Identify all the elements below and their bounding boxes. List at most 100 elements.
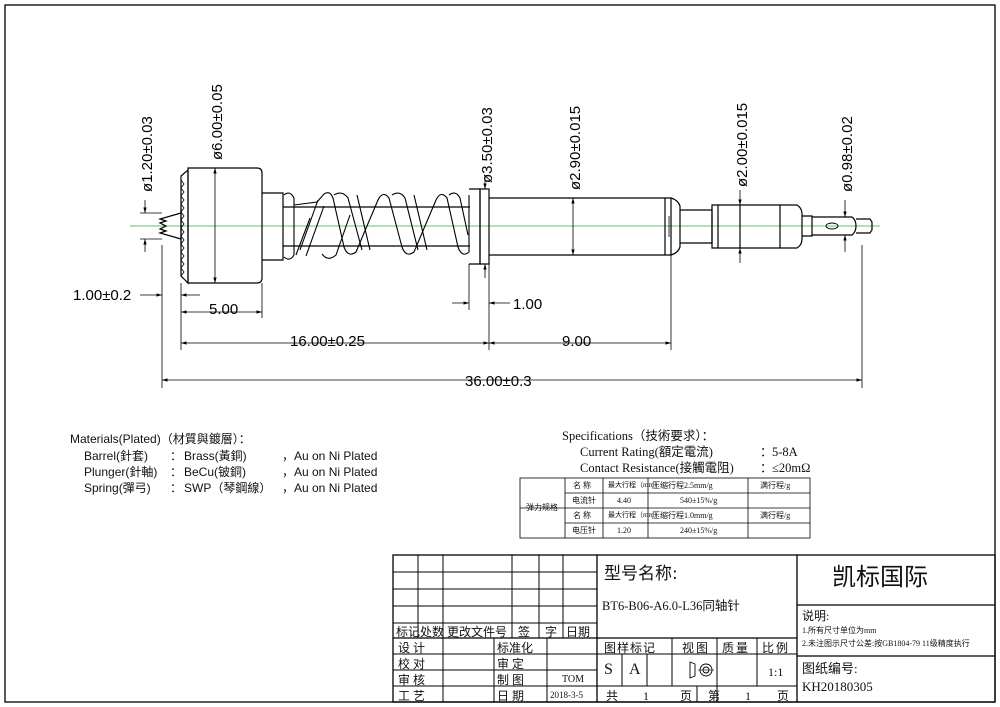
spec-current-value: 5-8A [772,445,798,459]
mat-plunger-material: BeCu(铍銅) [184,465,247,479]
projection-symbol [689,661,714,679]
barrel-body [489,197,672,256]
spec-current-sep: ： [760,445,773,459]
tb-view-label: 视图 [682,641,711,655]
mat-barrel-material: Brass(黃銅) [184,449,247,463]
tb-total-value: 1 [643,689,649,703]
tb-mark-s: S [604,661,613,678]
tb-sheet-unit: 页 [777,689,790,703]
collar [469,188,481,265]
dim-dia-350: ø3.50±0.03 [479,107,496,183]
mat-barrel-part: Barrel(針套) [84,449,149,463]
mat-barrel-sep: ： [170,449,183,463]
mat-plunger-part: Plunger(針軸) [84,465,158,479]
table-h-full-2: 满行程/g [760,511,791,520]
tb-mark-label: 图样标记 [604,641,657,655]
dimension-lines [140,168,863,388]
tb-draw-value: TOM [562,674,585,685]
tb-std-label: 标准化 [497,641,534,655]
tb-process-label: 工 艺 [398,689,426,703]
tb-rev-sign1: 签 [518,625,531,639]
title-block-grid [392,554,996,703]
spec-resistance-value: ≤20mΩ [772,461,811,475]
mat-spring-material: SWP（琴鋼線） [184,481,272,495]
tip-right [802,215,813,237]
tb-scale-value: 1:1 [768,665,784,679]
dim-len-100: 1.00 [513,296,542,313]
spec-resistance-sep: ： [760,461,773,475]
tb-draw-label: 制 图 [497,673,525,687]
table-h-name-2: 名 称 [573,511,591,520]
materials-title: Materials(Plated)（材質與鍍層）： [70,432,251,446]
spec-current-label: Current Rating(額定電流) [580,445,713,459]
tb-note-2: 2.未注图示尺寸公差:按GB1804-79 11级精度执行 [802,639,970,648]
mat-plunger-sep: ： [170,465,183,479]
sheet-frame [4,4,996,703]
plunger [711,204,803,249]
spec-resistance-label: Contact Resistance(接觸電阻) [580,461,734,475]
tb-sheet-value: 1 [745,689,751,703]
table-r1-comp: 540±15%/g [680,496,718,505]
tb-company: 凯标国际 [832,563,928,591]
table-group-label: 弹力规格 [526,503,558,512]
table-r1-name: 电流针 [572,496,596,505]
tb-review-label: 审 核 [398,673,426,687]
table-r1-max: 4.40 [617,496,631,505]
dim-dia-098: ø0.98±0.02 [839,116,856,192]
dimension-texts: ø1.20±0.03 ø6.00±0.05 ø3.50±0.03 ø2.90±0… [73,84,856,390]
barrel-step [262,192,284,261]
tb-note-1: 1.所有尺寸单位为mm [802,626,877,635]
table-h-max-1: 最大行程（mm） [608,481,661,489]
dim-dia-200: ø2.00±0.015 [734,103,751,187]
spring-table-grid [519,477,811,539]
probe-part [157,167,873,285]
dim-len-900: 9.00 [562,333,591,350]
tb-sheet-label: 第 [708,689,721,703]
tb-drawing-no: KH20180305 [802,679,873,694]
tb-mark-a: A [629,661,641,678]
table-r2-name: 电压针 [572,526,596,535]
tb-approve-label: 审 定 [497,657,525,671]
spring [283,192,470,260]
mat-spring-part: Spring(彈弓) [84,481,151,495]
tb-total-label: 共 [606,689,619,703]
table-r2-max: 1.20 [617,526,631,535]
dim-len-100-02: 1.00±0.2 [73,287,131,304]
tb-rev-mark: 标记 [396,625,421,639]
tb-rev-count: 处数 [420,625,445,639]
tb-date-label: 日 期 [497,689,525,703]
dim-len-3600: 36.00±0.3 [465,373,532,390]
spec-title: Specifications（技術要求）： [562,429,715,443]
dim-dia-290: ø2.90±0.015 [567,106,584,190]
mat-spring-sep: ： [170,481,183,495]
tb-check-label: 校 对 [398,657,426,671]
tb-model-label: 型号名称: [604,564,678,584]
knurled-head [180,168,189,285]
tb-scale-label: 比例 [762,641,791,655]
tb-total-unit: 页 [680,689,693,703]
barrel-head [187,167,263,284]
tb-rev-date: 日期 [566,625,591,639]
tb-note-title: 说明: [802,609,830,623]
table-h-comp-1: 压缩行程2.5mm/g [652,481,713,490]
table-h-full-1: 满行程/g [760,481,791,490]
table-h-max-2: 最大行程（mm） [608,511,661,519]
table-r2-comp: 240±15%/g [680,526,718,535]
dim-dia-120: ø1.20±0.03 [139,116,156,192]
mat-plunger-plating: ，Au on Ni Plated [282,465,378,479]
tb-mass-label: 质量 [722,641,751,655]
table-h-comp-2: 压缩行程1.0mm/g [652,511,713,520]
tb-model-value: BT6-B06-A6.0-L36同轴针 [602,599,740,613]
dim-len-500: 5.00 [209,301,238,318]
table-h-name-1: 名 称 [573,481,591,490]
tb-date-value: 2018-3-5 [550,690,583,700]
tb-drawing-no-label: 图纸编号: [802,661,858,676]
mat-barrel-plating: ，Au on Ni Plated [282,449,378,463]
mat-spring-plating: ，Au on Ni Plated [282,481,378,495]
tb-design-label: 设 计 [398,641,426,655]
tb-rev-doc: 更改文件号 [447,625,508,639]
dim-dia-600: ø6.00±0.05 [209,84,226,160]
dim-len-1600: 16.00±0.25 [290,333,365,350]
